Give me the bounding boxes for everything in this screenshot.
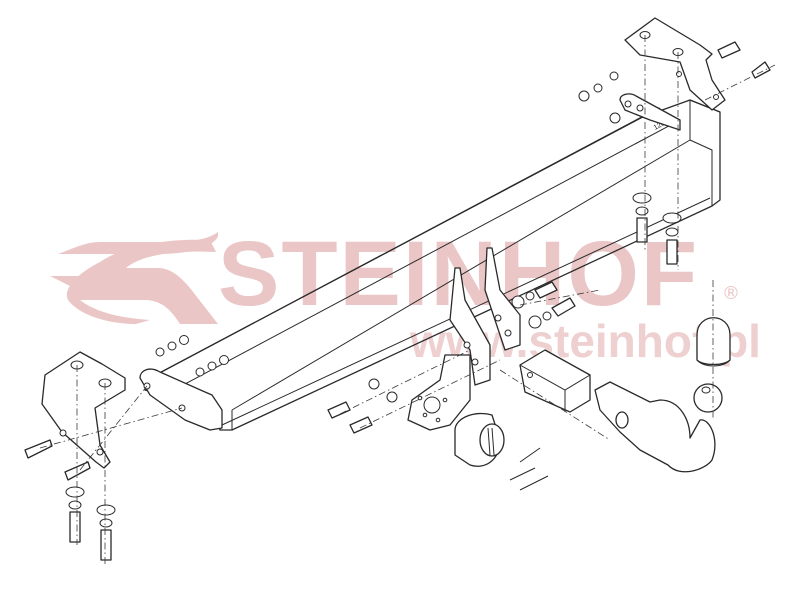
- socket-plate: [407, 354, 471, 431]
- bolts-washers-nuts: [24, 41, 771, 561]
- right-bracket: [624, 17, 726, 111]
- left-bracket: [41, 351, 126, 469]
- left-plate: [139, 368, 223, 431]
- crossbar-label: 120: [653, 120, 667, 132]
- electrical-socket: [454, 412, 505, 467]
- tow-ball-neck: [594, 381, 723, 473]
- right-plate: [619, 93, 681, 131]
- ball-cap: [696, 317, 731, 367]
- receiver: [519, 349, 591, 413]
- centre-lines: [39, 35, 776, 565]
- center-plates: [449, 247, 521, 386]
- crossbar: 120: [144, 99, 721, 431]
